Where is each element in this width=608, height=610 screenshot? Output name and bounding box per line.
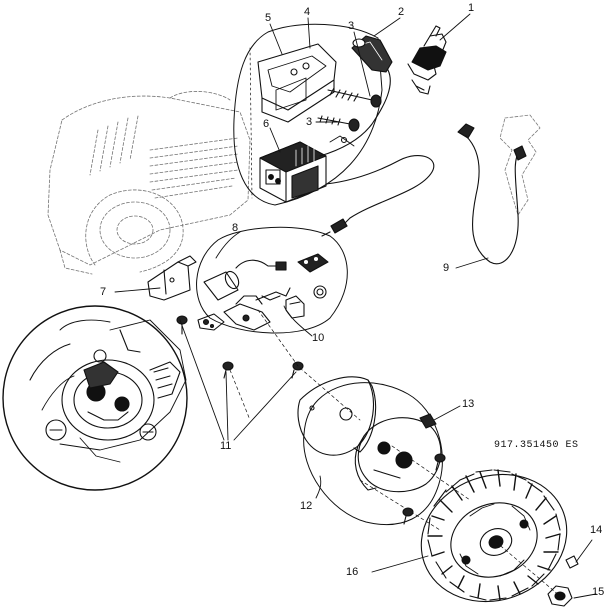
callout-8: 8: [232, 222, 239, 234]
high-tension-wire: [320, 70, 390, 156]
inset-detail-view: [3, 306, 187, 490]
engine-block-outline: [48, 91, 250, 274]
callout-13: 13: [462, 398, 475, 410]
callout-4: 4: [304, 6, 311, 18]
assembly-guide-line-6: [496, 542, 560, 596]
callout-1: 1: [468, 2, 475, 14]
coil-mounting-plate: [258, 44, 336, 122]
callout-14: 14: [590, 524, 603, 536]
bracket: [148, 256, 196, 300]
ground-wire: [458, 124, 526, 264]
callout-11: 11: [220, 440, 232, 452]
screw-lower: [318, 116, 359, 131]
flywheel-nut: [548, 586, 572, 606]
lead-connector: [322, 219, 347, 236]
flywheel-key: [566, 556, 578, 568]
condenser: [204, 260, 286, 300]
breaker-group-bubble: [197, 227, 348, 333]
stator-plate: [355, 414, 441, 492]
spark-plug: [408, 26, 446, 94]
leader-lines: [115, 14, 596, 598]
callout-3a: 3: [348, 20, 355, 32]
spark-plug-boot: [352, 36, 392, 72]
callout-15: 15: [592, 586, 605, 598]
callout-16: 16: [346, 566, 359, 578]
model-code: 917.351450 ES: [494, 440, 579, 451]
starter-handle-outline: [500, 115, 540, 215]
assembly-guide-line-3: [230, 370, 250, 420]
plate-guide-line: [250, 48, 252, 198]
stator-screws: [403, 454, 445, 524]
callout-2: 2: [398, 6, 405, 18]
backplate: [298, 377, 376, 455]
assembly-guide-line-1: [258, 310, 298, 366]
callout-3b: 3: [306, 116, 313, 128]
callout-12: 12: [300, 500, 313, 512]
breaker-points: [198, 288, 290, 330]
breaker-cover-parts: [286, 254, 328, 318]
callout-5: 5: [265, 12, 272, 24]
stator-group-bubble: [304, 383, 443, 525]
assembly-guide-line-5: [392, 446, 470, 500]
callout-10: 10: [312, 332, 325, 344]
callout-7: 7: [100, 286, 107, 298]
assembly-guide-line-4: [360, 480, 440, 530]
callout-9: 9: [443, 262, 450, 274]
screw-upper: [328, 88, 381, 107]
ignition-lead-wire: [326, 156, 434, 228]
ignition-module: [260, 142, 326, 202]
callout-6: 6: [263, 118, 270, 130]
assembly-guide-line-2: [300, 368, 360, 420]
